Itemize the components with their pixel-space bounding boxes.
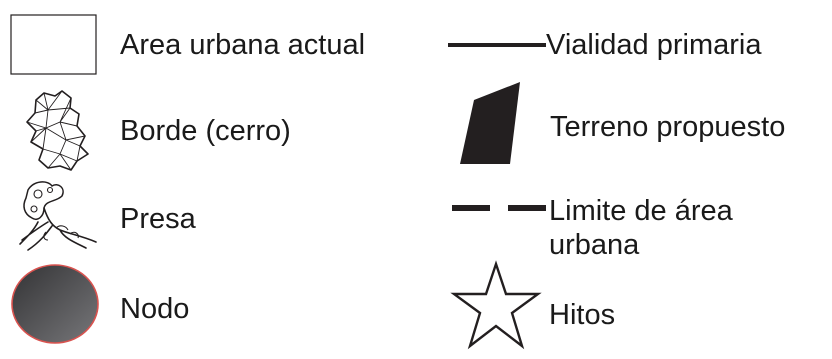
legend-label-vialidad: Vialidad primaria: [546, 29, 762, 61]
proposed-land-polygon-icon: [456, 78, 530, 168]
legend-label-terreno: Terreno propuesto: [550, 111, 786, 143]
legend-label-hitos: Hitos: [549, 299, 616, 331]
urban-area-rectangle-icon: [10, 14, 98, 76]
legend-label-presa: Presa: [120, 203, 196, 235]
node-circle-icon: [10, 263, 100, 345]
legend-label-nodo: Nodo: [120, 293, 190, 325]
primary-road-line-icon: [448, 40, 546, 50]
legend-label-borde: Borde (cerro): [120, 115, 291, 147]
legend-label-area-urbana: Area urbana actual: [120, 29, 366, 61]
legend-label-limite: Limite de área urbana: [549, 195, 733, 261]
dam-icon: [16, 178, 100, 254]
urban-limit-dashed-line-icon: [452, 203, 546, 213]
hill-border-icon: [22, 88, 94, 174]
landmark-star-icon: [450, 260, 542, 350]
